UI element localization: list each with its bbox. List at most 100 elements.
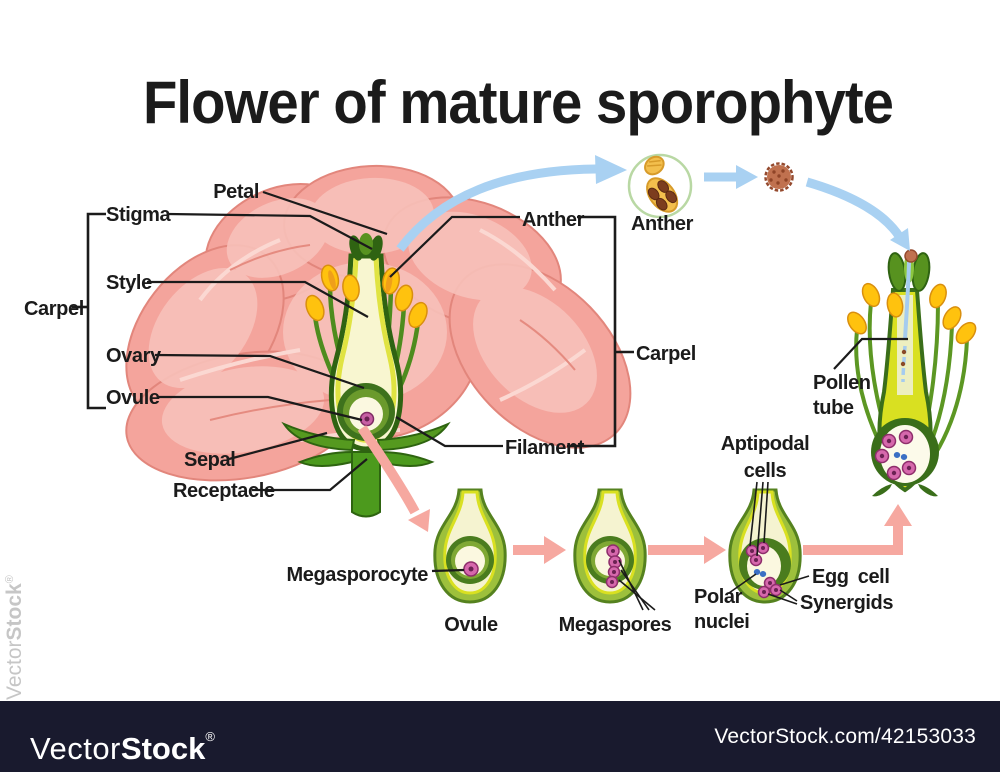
watermark-vector: Vector [3,640,26,700]
anther-line [389,215,520,278]
label-ovule: Ovule [106,387,160,409]
sepal-leaf [281,421,356,452]
label-anther-inset: Anther [631,213,694,235]
vectorstock-logo: VectorStock® [30,701,215,772]
egg-cell-line [779,575,810,586]
pollen-tube-line [833,337,908,370]
main-flower [125,164,632,518]
megaspores-line [620,569,650,611]
pt-embryo-cells [874,429,917,481]
sperm-cell [901,349,907,355]
polar-nuclei-cell [759,571,767,577]
polar-nuclei-line [728,573,757,594]
style-line [147,280,369,318]
label-aptipodal-1: Aptipodal [721,433,810,455]
anther-cut-open [644,155,679,213]
pollen-tube-path [901,345,907,383]
aptipodal-line [756,481,764,557]
ovary-line [154,353,365,390]
carpel-right-bracket [567,215,617,448]
megaspores-line [618,579,656,611]
vectorstock-url: VectorStock.com/42153033 [714,725,976,748]
receptacle-stem [351,451,381,518]
arrowhead [736,165,758,189]
sepals [281,421,451,518]
synergids-line [767,593,798,605]
pollen-tube-path [903,261,911,341]
logo-stock: Stock [120,731,206,766]
label-synergids: Synergids [800,592,893,614]
arrow-megaspores-to-sac [648,536,726,564]
receptacle-line [252,458,368,492]
sperm-cell [900,361,906,367]
pollen-tube-flower [847,249,977,497]
label-megasporocyte: Megasporocyte [286,564,428,586]
logo-reg: ® [205,729,215,744]
arrow-ovule-to-megaspores [513,536,566,564]
label-megaspores: Megaspores [559,614,672,636]
stigma-line [167,212,373,250]
label-carpel-left: Carpel [24,298,84,320]
label-filament: Filament [505,437,585,459]
sepal-leaf [376,421,451,452]
petal-line [262,190,388,236]
logo-vector: Vector [30,731,121,766]
arrow-anther-to-pollen [704,165,758,189]
label-stigma: Stigma [106,204,172,226]
label-sepal: Sepal [184,449,235,471]
label-egg-cell: Egg cell [812,566,890,588]
label-aptipodal-2: cells [744,460,787,482]
watermark-reg: ® [4,575,16,584]
sepal-leaf [297,450,353,467]
polar-nuclei-cell [900,454,908,460]
arrow-pollen-to-stigma [805,177,910,251]
pt-anthers [847,282,977,345]
aptipodal-line [763,481,769,544]
arrowhead [408,509,430,532]
filament-line [395,416,503,448]
pollen-grain [764,162,794,192]
label-receptacle: Receptacle [173,480,275,502]
arrow-ovary-to-ovule [357,425,430,532]
label-ovule-caption: Ovule [444,614,498,636]
watermark-stock: Stock [3,583,26,641]
page-title: Flower of mature sporophyte [143,69,893,136]
arrowhead [704,536,726,564]
label-ovary: Ovary [106,345,162,367]
sepal-line [228,431,328,461]
anther-inset [627,153,693,219]
embryo-sac-cells [745,541,783,599]
carpel-left-bracket [86,212,106,410]
ovule-stage-1 [433,488,507,604]
polar-nuclei-cell [893,452,901,458]
arrowhead [890,228,910,251]
label-pollen-tube-2: tube [813,397,854,419]
label-anther: Anther [522,209,585,231]
stigma-lobe [359,233,373,255]
synergids-line [779,589,798,602]
pt-style-strip [897,295,913,395]
aptipodal-line [749,481,758,547]
vectorstock-side-watermark: VectorStock® [3,355,27,700]
pt-base-leaf [918,484,938,497]
arrow-sac-to-flower [803,504,912,555]
vectorstock-bottom-bar: VectorStock® VectorStock.com/42153033 [0,701,1000,772]
ovule-nucleus [364,416,370,422]
sepal-leaf [379,450,435,467]
arrowhead [884,504,912,526]
pt-base-leaf [872,484,892,497]
pistil [328,233,404,452]
arrowhead [595,155,627,184]
arrowhead [544,536,566,564]
megasporocyte-line [431,568,465,573]
arrow-flower-to-anther [396,155,627,252]
label-style: Style [106,272,152,294]
stamen-anthers [305,264,428,329]
megaspore-cells [605,544,622,589]
ovule-line [158,395,363,422]
label-pollen-tube-1: Pollen [813,372,871,394]
label-polar-1: Polar [694,586,743,608]
label-carpel-right: Carpel [636,343,696,365]
label-petal: Petal [213,181,259,203]
